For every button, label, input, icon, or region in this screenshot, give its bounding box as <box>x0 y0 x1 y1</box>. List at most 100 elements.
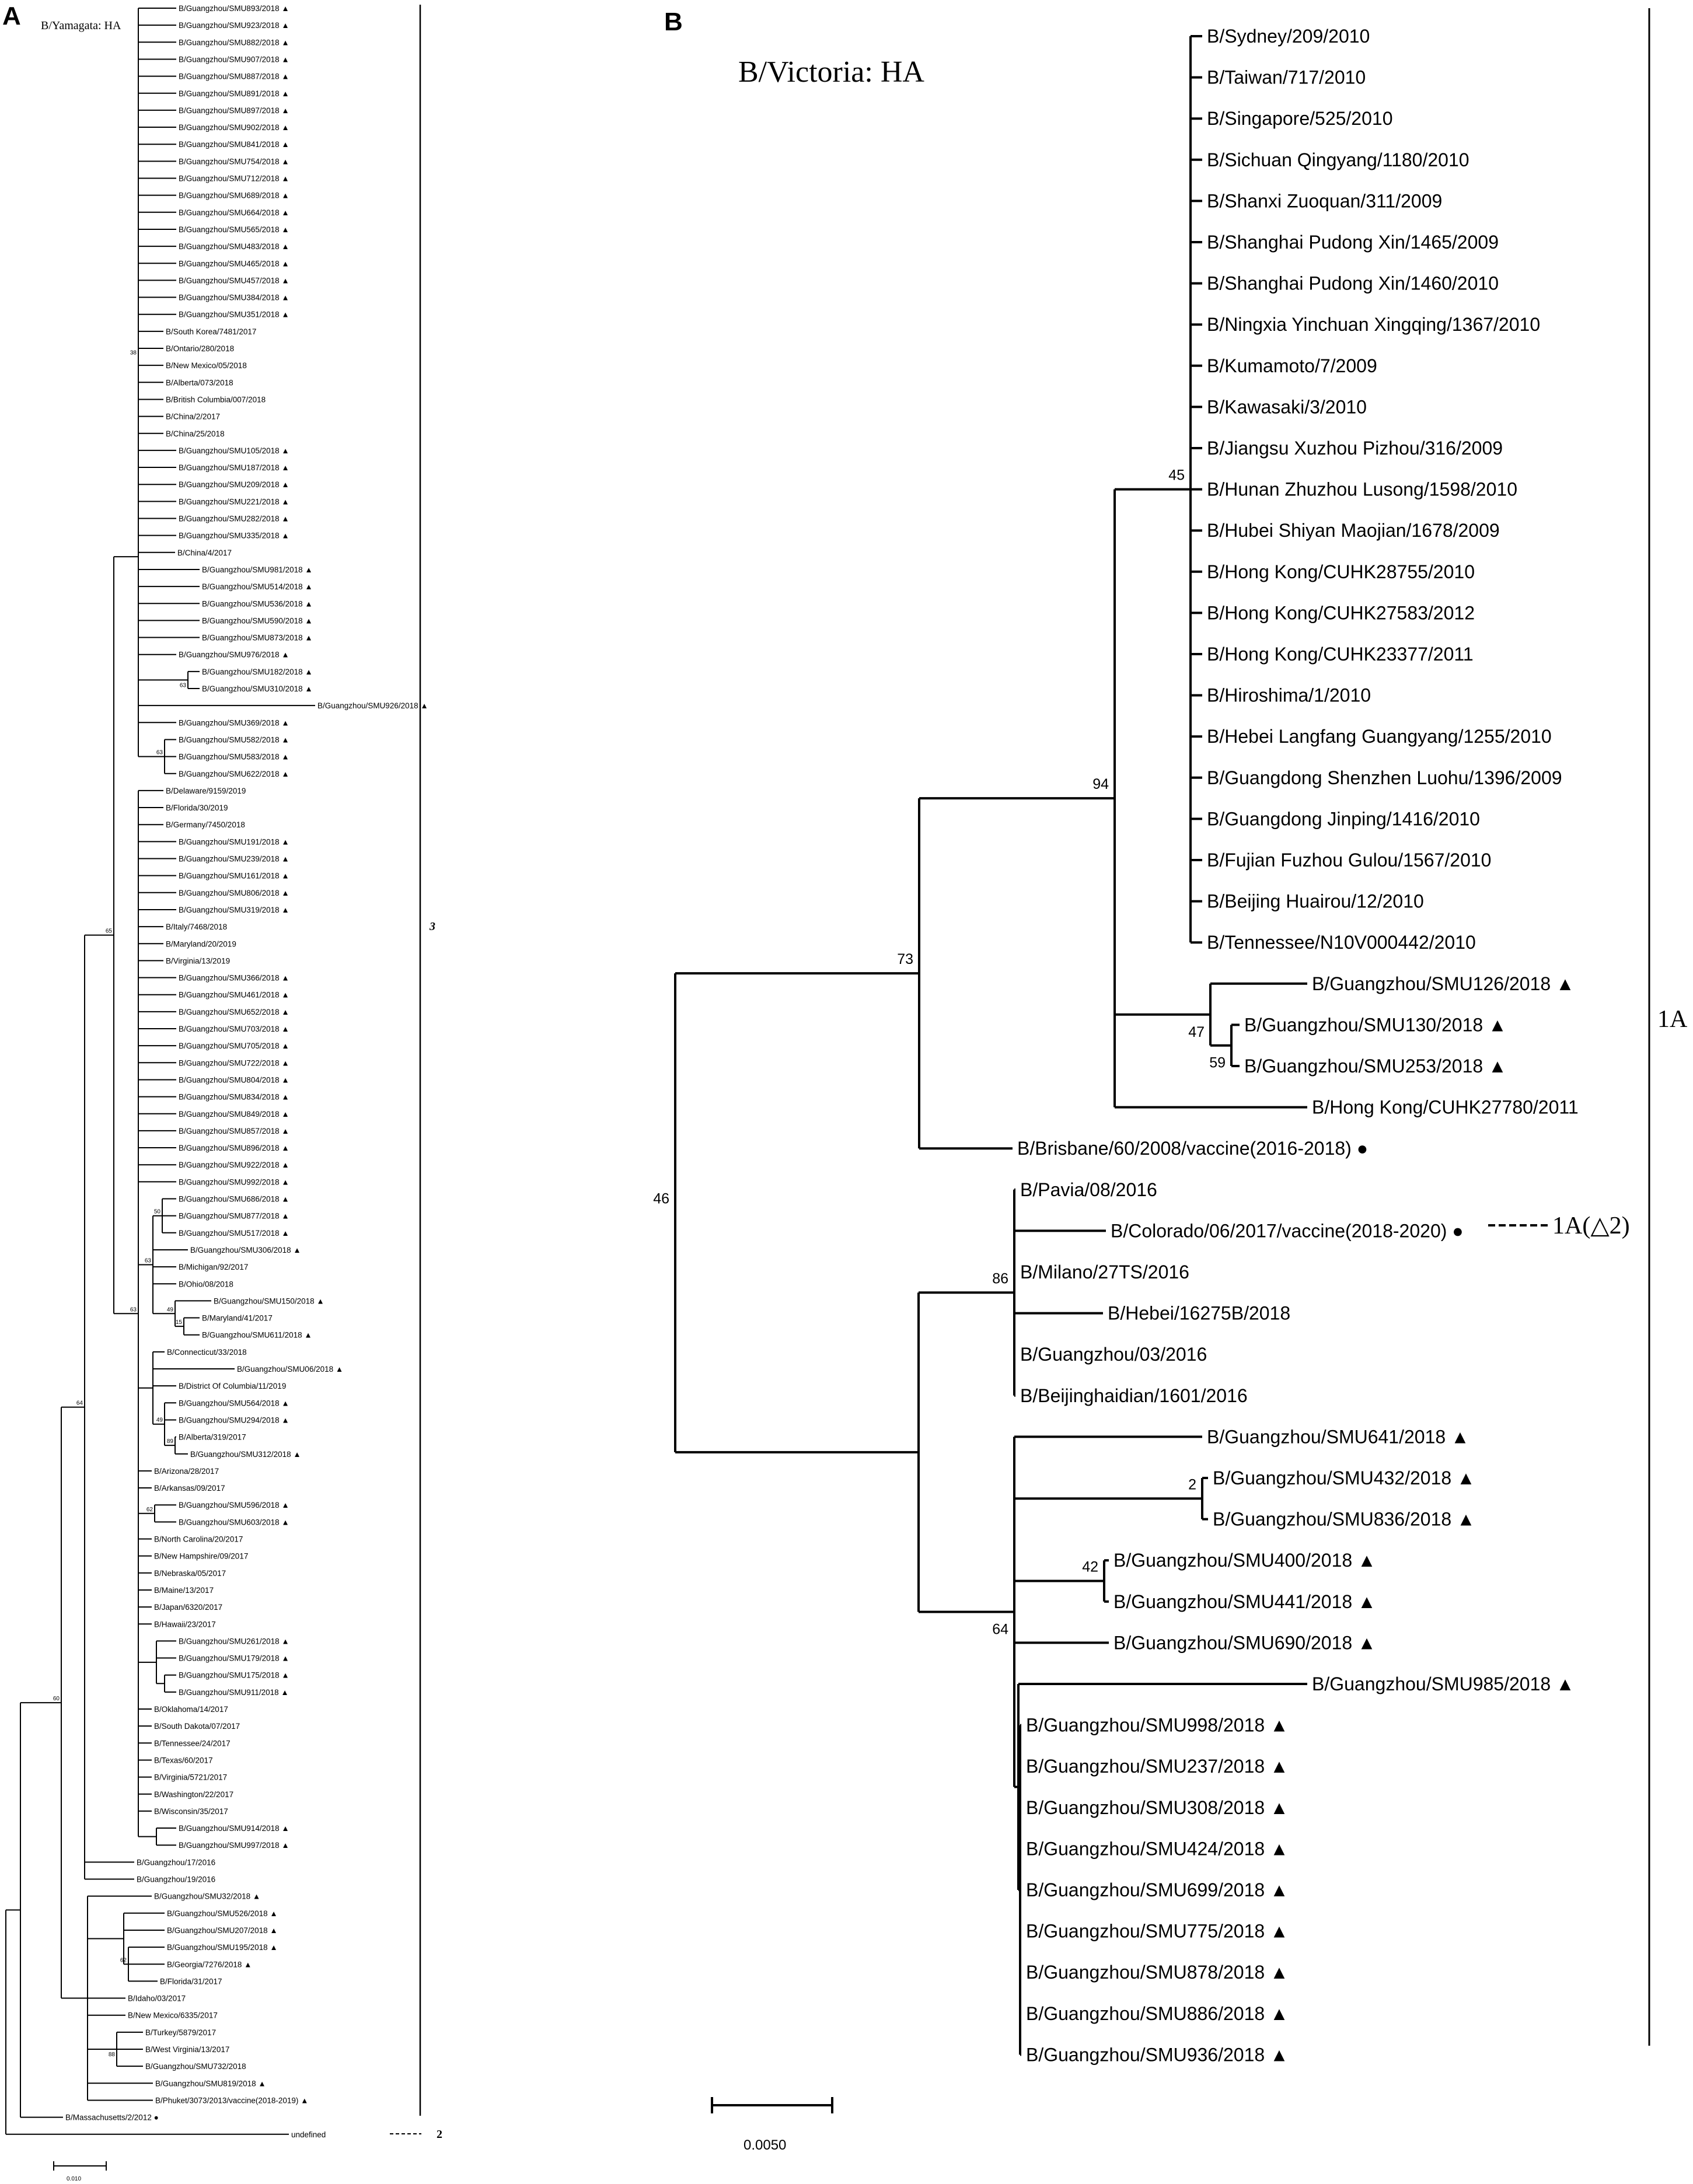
panel-b-scale-bar: 0.0050 <box>711 2097 833 2153</box>
leaf-label: B/Guangzhou/19/2016 <box>137 1875 215 1884</box>
leaf-label: B/Hong Kong/CUHK28755/2010 <box>1207 561 1475 582</box>
leaf-label: B/Guangzhou/SMU886/2018 ▲ <box>1026 2003 1289 2024</box>
panel-b-leaf-labels: B/Sydney/209/2010B/Taiwan/717/2010B/Sing… <box>1017 26 1579 2065</box>
leaf-label: B/Colorado/06/2017/vaccine(2018-2020) ● <box>1111 1220 1464 1241</box>
leaf-label: B/Italy/7468/2018 <box>166 922 227 931</box>
leaf-label: B/Guangzhou/SMU641/2018 ▲ <box>1207 1426 1469 1447</box>
panel-a-letter: A <box>2 2 21 30</box>
bootstrap-value: 63 <box>145 1257 152 1264</box>
bootstrap-value: 89 <box>167 1438 174 1445</box>
leaf-label: B/Fujian Fuzhou Gulou/1567/2010 <box>1207 850 1491 871</box>
leaf-label: B/Guangzhou/SMU686/2018 ▲ <box>179 1195 289 1204</box>
bootstrap-value: 38 <box>130 350 137 357</box>
leaf-label: B/Guangzhou/SMU705/2018 ▲ <box>179 1042 289 1050</box>
bootstrap-value: 47 <box>1188 1024 1205 1040</box>
leaf-label: B/Guangzhou/SMU195/2018 ▲ <box>167 1943 278 1952</box>
leaf-label: B/Hawaii/23/2017 <box>154 1620 216 1629</box>
bootstrap-value: 64 <box>76 1400 83 1407</box>
leaf-label: B/Guangzhou/SMU873/2018 ▲ <box>202 634 313 642</box>
leaf-label: B/Guangzhou/SMU689/2018 ▲ <box>179 191 289 200</box>
leaf-label: B/South Korea/7481/2017 <box>166 327 256 336</box>
leaf-label: B/Maryland/41/2017 <box>202 1314 273 1323</box>
leaf-label: B/Taiwan/717/2010 <box>1207 67 1366 88</box>
leaf-label: B/Guangzhou/SMU976/2018 ▲ <box>179 651 289 659</box>
leaf-label: B/Guangzhou/SMU335/2018 ▲ <box>179 532 289 540</box>
leaf-label: B/Alberta/073/2018 <box>166 378 233 387</box>
leaf-label: B/Shanghai Pudong Xin/1460/2010 <box>1207 273 1499 294</box>
leaf-label: B/Guangzhou/SMU878/2018 ▲ <box>1026 1962 1289 1983</box>
leaf-label: B/Texas/60/2017 <box>154 1756 213 1764</box>
leaf-label: B/Virginia/13/2019 <box>166 956 230 965</box>
panel-a-yamagata-tree: A B/Yamagata: HA B/Guangzhou/SMU893/2018… <box>2 2 442 2182</box>
leaf-label: B/Guangzhou/SMU836/2018 ▲ <box>1213 1509 1475 1530</box>
leaf-label: B/Guangzhou/SMU897/2018 ▲ <box>179 106 289 115</box>
leaf-label: B/Germany/7450/2018 <box>166 820 245 829</box>
leaf-label: B/Hubei Shiyan Maojian/1678/2009 <box>1207 520 1500 541</box>
leaf-label: B/Guangzhou/SMU400/2018 ▲ <box>1113 1550 1376 1571</box>
bootstrap-value: 63 <box>130 1306 137 1313</box>
leaf-label: B/Guangzhou/SMU105/2018 ▲ <box>179 446 289 455</box>
leaf-label: B/Florida/30/2019 <box>166 803 228 812</box>
bootstrap-value: 88 <box>109 2052 116 2058</box>
leaf-label: B/Guangdong Jinping/1416/2010 <box>1207 808 1480 829</box>
leaf-label: B/New Mexico/05/2018 <box>166 361 247 370</box>
leaf-label: B/Guangzhou/SMU690/2018 ▲ <box>1113 1632 1376 1653</box>
leaf-label: B/Guangzhou/SMU911/2018 ▲ <box>179 1688 289 1697</box>
bootstrap-value: 65 <box>106 928 113 935</box>
leaf-label: B/Guangzhou/SMU914/2018 ▲ <box>179 1824 289 1833</box>
leaf-label: B/Hebei/16275B/2018 <box>1108 1303 1290 1324</box>
bootstrap-value: 60 <box>53 1696 60 1702</box>
bootstrap-value: 86 <box>992 1270 1008 1287</box>
leaf-label: B/Guangzhou/SMU369/2018 ▲ <box>179 718 289 727</box>
leaf-label: B/Beijing Huairou/12/2010 <box>1207 891 1424 912</box>
leaf-label: B/Hong Kong/CUHK27780/2011 <box>1312 1097 1579 1118</box>
leaf-label: B/Guangzhou/SMU441/2018 ▲ <box>1113 1591 1376 1612</box>
leaf-label: B/Guangzhou/SMU887/2018 ▲ <box>179 72 289 81</box>
leaf-label: B/Singapore/525/2010 <box>1207 108 1392 129</box>
leaf-label: B/Hong Kong/CUHK23377/2011 <box>1207 644 1474 665</box>
leaf-label: B/Guangzhou/SMU319/2018 ▲ <box>179 906 289 914</box>
leaf-label: B/Guangzhou/SMU306/2018 ▲ <box>190 1246 301 1255</box>
leaf-label: B/Guangzhou/SMU652/2018 ▲ <box>179 1008 289 1016</box>
leaf-label: B/Guangzhou/SMU997/2018 ▲ <box>179 1841 289 1850</box>
panel-b-branches <box>674 35 1307 2056</box>
leaf-label: B/Guangzhou/SMU237/2018 ▲ <box>1026 1756 1289 1777</box>
leaf-label: B/Guangzhou/SMU384/2018 ▲ <box>179 293 289 302</box>
leaf-label: B/Guangzhou/SMU514/2018 ▲ <box>202 582 313 591</box>
leaf-label: B/Tennessee/N10V000442/2010 <box>1207 932 1476 953</box>
panel-a-scale-bar: 0.010 <box>53 2161 107 2182</box>
leaf-label: B/China/25/2018 <box>166 429 225 438</box>
panel-b-victoria-tree: B B/Victoria: HA B/Sydney/209/2010B/Taiw… <box>653 8 1688 2153</box>
leaf-label: B/Guangzhou/SMU936/2018 ▲ <box>1026 2044 1289 2065</box>
leaf-label: B/North Carolina/20/2017 <box>154 1535 243 1544</box>
leaf-label: B/Guangzhou/SMU308/2018 ▲ <box>1026 1797 1289 1818</box>
leaf-label: B/Guangzhou/SMU161/2018 ▲ <box>179 872 289 880</box>
leaf-label: B/Guangzhou/SMU209/2018 ▲ <box>179 480 289 489</box>
bootstrap-value: 64 <box>992 1621 1008 1637</box>
leaf-label: B/Kawasaki/3/2010 <box>1207 396 1367 417</box>
panel-b-letter: B <box>664 8 683 36</box>
leaf-label: B/Guangzhou/SMU754/2018 ▲ <box>179 157 289 166</box>
leaf-label: B/Guangzhou/SMU150/2018 ▲ <box>214 1297 324 1305</box>
leaf-label: B/Guangzhou/SMU882/2018 ▲ <box>179 38 289 47</box>
leaf-label: B/Sydney/209/2010 <box>1207 26 1370 47</box>
leaf-label: B/Guangzhou/SMU992/2018 ▲ <box>179 1177 289 1186</box>
panel-a-branches <box>5 8 315 2135</box>
leaf-label: B/Guangzhou/SMU664/2018 ▲ <box>179 208 289 217</box>
leaf-label: B/Guangzhou/SMU603/2018 ▲ <box>179 1518 289 1526</box>
leaf-label: B/Alberta/319/2017 <box>179 1433 246 1442</box>
leaf-label: B/Tennessee/24/2017 <box>154 1739 231 1748</box>
leaf-label: B/Guangzhou/SMU722/2018 ▲ <box>179 1058 289 1067</box>
leaf-label: B/Guangzhou/SMU981/2018 ▲ <box>202 565 313 574</box>
leaf-label: B/Guangzhou/SMU923/2018 ▲ <box>179 21 289 30</box>
leaf-label: B/Guangzhou/03/2016 <box>1020 1344 1207 1365</box>
leaf-label: B/Phuket/3073/2013/vaccine(2018-2019) ▲ <box>155 2096 309 2105</box>
leaf-label: B/Guangzhou/SMU536/2018 ▲ <box>202 599 313 608</box>
leaf-label: B/Guangzhou/SMU834/2018 ▲ <box>179 1093 289 1102</box>
leaf-label: B/Maryland/20/2019 <box>166 939 236 948</box>
leaf-label: B/Wisconsin/35/2017 <box>154 1807 228 1816</box>
leaf-label: B/Guangzhou/SMU221/2018 ▲ <box>179 497 289 506</box>
bootstrap-value: 62 <box>120 1957 127 1963</box>
leaf-label: B/Guangzhou/SMU282/2018 ▲ <box>179 515 289 523</box>
